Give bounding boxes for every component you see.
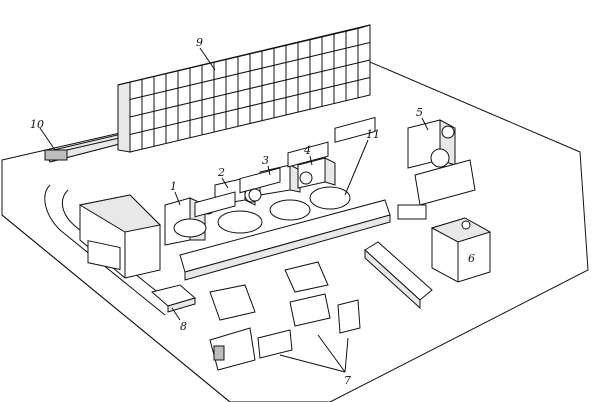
machine-tool-4 — [297, 157, 351, 210]
callout-5: 5 — [416, 106, 423, 119]
callout-6: 6 — [468, 252, 475, 265]
conveyor-path — [44, 184, 166, 316]
machine-group-5 — [397, 119, 476, 220]
callout-7: 7 — [344, 374, 351, 387]
callout-4: 4 — [303, 144, 311, 157]
rack-row-line — [129, 77, 371, 135]
callout-10: 10 — [30, 118, 44, 131]
transfer-line — [179, 116, 391, 281]
callout-2: 2 — [217, 166, 225, 179]
workstations-7 — [209, 261, 361, 371]
cabinet-6 — [430, 217, 492, 283]
control-cabin — [78, 194, 162, 279]
callout-1: 1 — [170, 180, 177, 193]
callout-8: 8 — [180, 320, 187, 333]
storage-rack — [117, 24, 371, 153]
machine-tool-1 — [164, 197, 215, 246]
cart-8 — [150, 284, 197, 313]
rack-row-line — [129, 59, 371, 118]
callout-3: 3 — [262, 154, 269, 167]
slotted-bench — [364, 241, 433, 310]
rack-row-line — [129, 42, 371, 100]
leader-lines — [39, 47, 429, 373]
callout-9: 9 — [196, 36, 203, 49]
callout-11: 11 — [366, 128, 380, 141]
